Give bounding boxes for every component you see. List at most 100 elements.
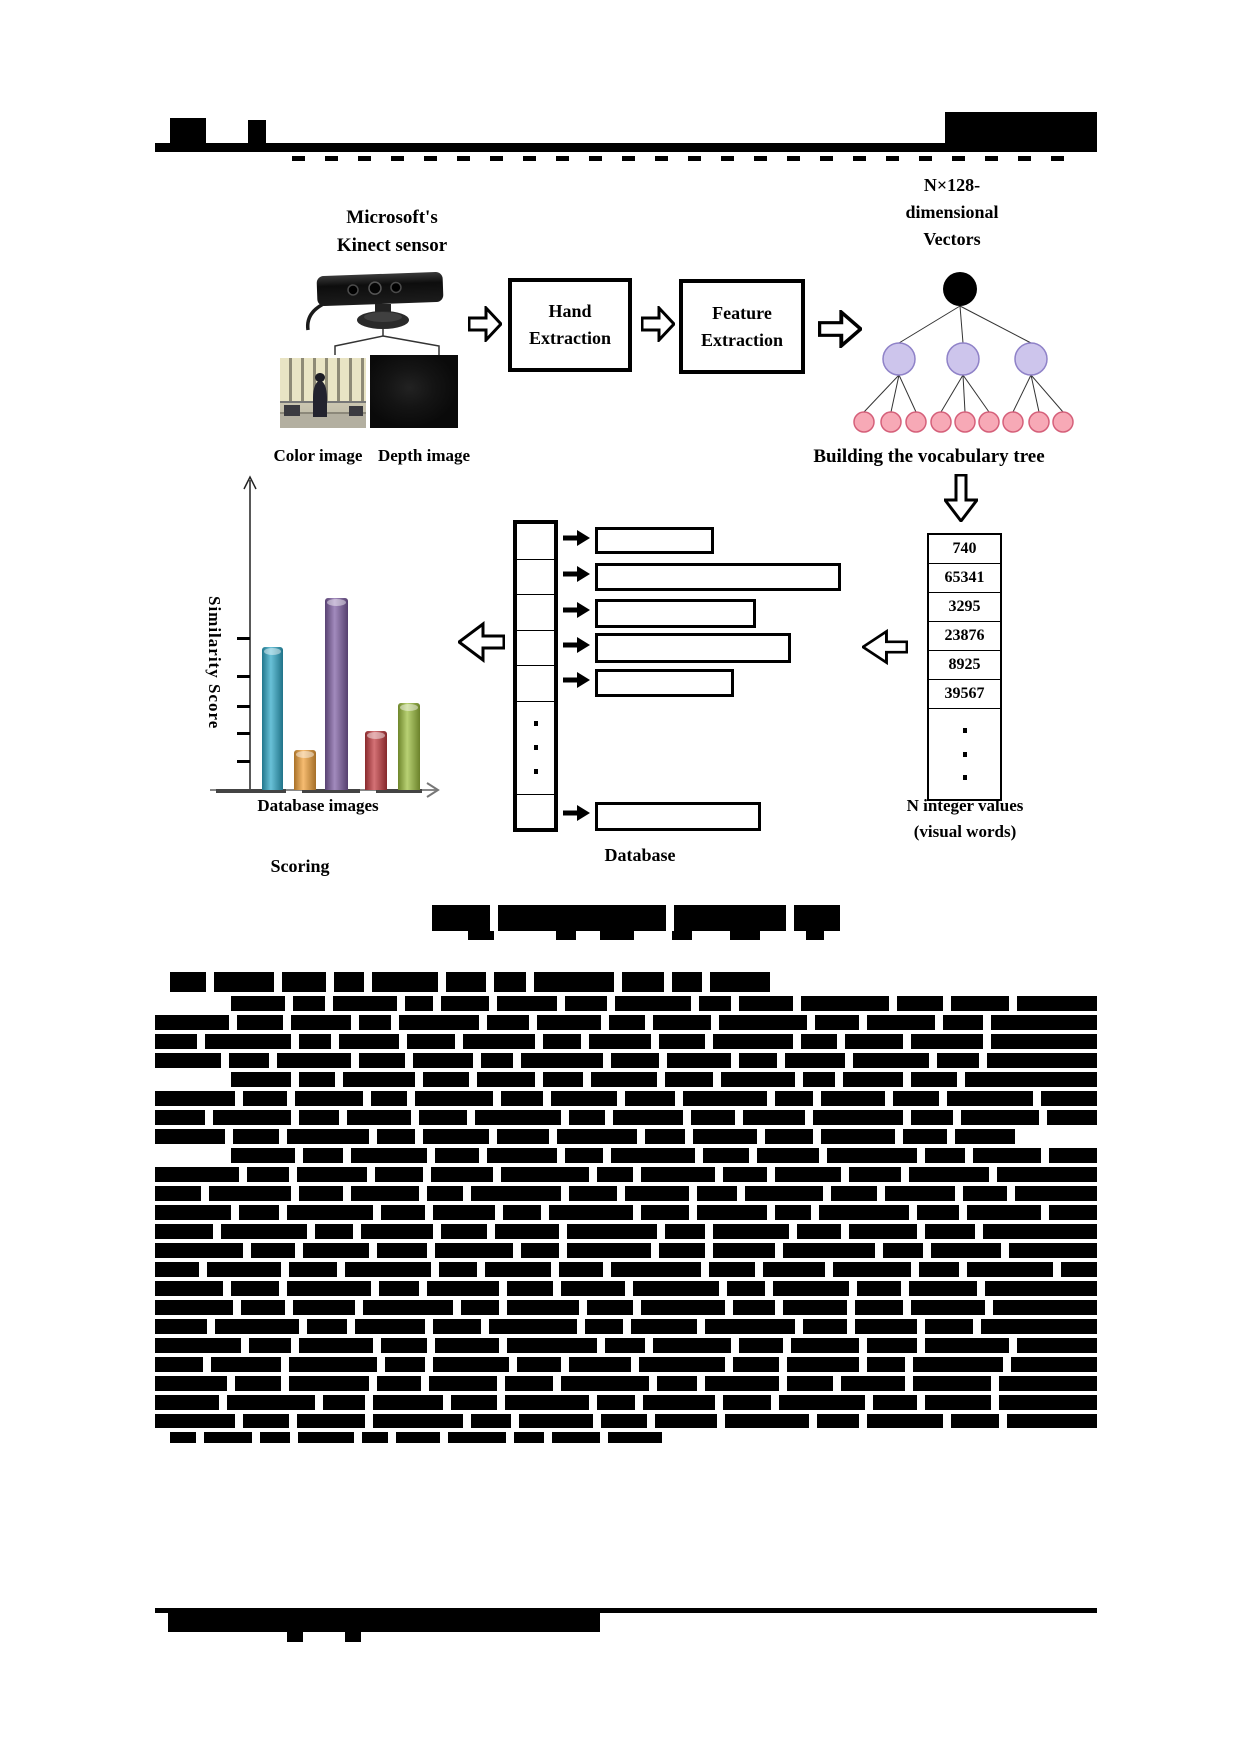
redacted-text-block [289,1262,337,1277]
redacted-text-block [713,1034,793,1049]
redacted-text-block [494,972,526,992]
redacted-text-block [361,1224,433,1239]
flow-arrow-right-icon [641,306,675,342]
redacted-text-block [815,1015,859,1030]
y-axis-tick [237,760,250,763]
redacted-text-block [477,1072,535,1087]
tree-mid-node [882,342,916,376]
redacted-text-block [591,1072,657,1087]
redacted-text-block [503,1205,541,1220]
redacted-text-block [1061,1262,1097,1277]
database-label: Database [604,845,676,865]
redacted-text-block [831,1186,877,1201]
redacted-text-block [727,1281,765,1296]
y-axis-tick [237,732,250,735]
redacted-text-block [803,1072,835,1087]
redacted-text-block [787,1376,833,1391]
redacted-text-block [497,996,557,1011]
redacted-text-block [739,996,793,1011]
redacted-text-block [801,996,889,1011]
redacted-text-block [567,1243,651,1258]
db-histogram-bar [595,802,761,831]
redacted-text-block [845,1034,903,1049]
redacted-text-block [569,1357,631,1372]
chart-bar-db-image-5 [398,703,420,790]
tree-caption: Building the vocabulary tree [813,446,1045,467]
redacted-text-block [423,1129,489,1144]
redacted-text-block [507,1281,553,1296]
redacted-text-block [791,1338,859,1353]
redacted-text-block [705,1319,795,1334]
flow-arrow-left-icon [458,621,505,663]
redacted-text-block [1017,996,1097,1011]
pointer-arrow-icon [563,602,590,618]
header-dash [358,156,371,161]
redacted-footer-mark [345,1632,361,1642]
redacted-text-block [345,1262,431,1277]
redacted-text-block [299,1110,339,1125]
nvalues-label: N integer values (visual words) [885,793,1045,845]
redacted-text-block [710,972,770,992]
redacted-text-block [441,996,489,1011]
redacted-text-block [987,1053,1097,1068]
redacted-text-block [725,1414,809,1428]
redacted-text-block [235,1376,281,1391]
redacted-text-block [521,1053,603,1068]
redacted-text-block [801,1034,837,1049]
redacted-text-block [481,1053,513,1068]
redacted-text-block [703,1148,749,1163]
redacted-text-block [713,1224,789,1239]
db-histogram-bar [595,599,756,628]
redacted-text-block [925,1148,965,1163]
redacted-text-block [951,1414,999,1428]
redacted-text-block [427,1281,499,1296]
redacted-text-block [371,1091,407,1106]
redacted-text-block [713,1243,775,1258]
redacted-text-block [855,1319,917,1334]
redacted-caption-block [672,931,692,940]
redacted-text-block [683,1091,767,1106]
redacted-text-block [739,1053,777,1068]
redacted-text-block [155,1376,227,1391]
redacted-text-block [475,1110,561,1125]
header-dash [589,156,602,161]
redacted-text-block [363,1300,453,1315]
nvalues-label-line1: N integer values [906,796,1024,815]
redacted-text-block [233,1129,279,1144]
redacted-text-block [155,1224,213,1239]
redacted-text-block [925,1338,1009,1353]
visual-word-value: 740 [929,535,1000,564]
redacted-text-block [293,1300,355,1315]
redacted-text-block [463,1034,535,1049]
redacted-text-block [243,1414,289,1428]
visual-word-value: 65341 [929,564,1000,593]
redacted-text-block [155,1300,233,1315]
redacted-text-block [639,1357,725,1372]
redacted-text-block [821,1091,885,1106]
redacted-text-block [931,1243,1001,1258]
redacted-caption-block [730,931,760,940]
redacted-text-block [973,1148,1041,1163]
vectors-label-line2: dimensional [905,202,999,222]
redacted-text-block [913,1357,1003,1372]
redacted-text-block [817,1414,859,1428]
visual-word-value: 3295 [929,593,1000,622]
redacted-text-block [783,1300,847,1315]
redacted-text-block [552,1432,600,1443]
feature-extraction-box: Feature Extraction [679,279,805,374]
redacted-text-block [307,1319,347,1334]
kinect-base-highlight [364,312,402,322]
header-dash [853,156,866,161]
redacted-text-block [1049,1205,1097,1220]
db-cell [517,631,554,666]
vectors-label: N×128- dimensional Vectors [872,172,1032,253]
db-cell [517,595,554,631]
redacted-text-block [243,1091,287,1106]
header-dash [523,156,536,161]
redacted-text-block [567,1224,657,1239]
redacted-text-block [377,1376,421,1391]
redacted-text-block [739,1338,783,1353]
y-axis-label: Similarity Score [205,595,224,730]
redacted-text-block [303,1148,343,1163]
feature-extraction-line2: Extraction [701,329,783,350]
